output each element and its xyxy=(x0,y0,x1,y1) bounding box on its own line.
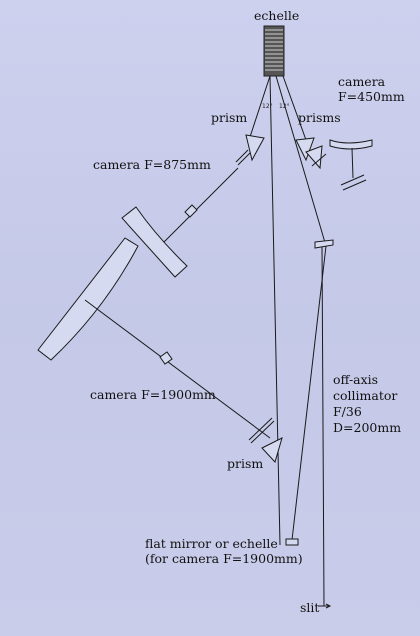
label-prism-bottom: prism xyxy=(227,456,264,471)
slit-marker xyxy=(318,603,332,609)
beam-camera-875 xyxy=(153,167,239,253)
beams-collimator xyxy=(291,245,327,607)
camera-875-mirror xyxy=(121,206,188,278)
label-camera-875: camera F=875mm xyxy=(93,157,211,172)
label-echelle: echelle xyxy=(254,8,300,23)
label-camera-450-line1: camera xyxy=(338,74,386,89)
angle-right: 12° xyxy=(279,103,290,110)
label-prisms-right: prisms xyxy=(298,110,341,125)
label-collimator-line1: off-axis xyxy=(333,372,379,387)
label-camera-450-line2: F=450mm xyxy=(338,89,405,104)
label-flat-mirror-line1: flat mirror or echelle xyxy=(145,536,278,551)
camera-1900-mirror xyxy=(37,237,139,361)
label-camera-1900: camera F=1900mm xyxy=(90,387,216,402)
angle-left: 12° xyxy=(262,103,273,110)
beam-camera-1900 xyxy=(84,299,271,439)
label-collimator-line3: F/36 xyxy=(333,404,362,419)
prism-bottom xyxy=(248,417,283,463)
prism-left xyxy=(235,134,265,166)
camera-450 xyxy=(329,139,373,191)
prisms-right xyxy=(295,137,327,170)
label-collimator-line2: collimator xyxy=(333,388,398,403)
beams-echelle xyxy=(248,75,327,546)
collimator-mirror xyxy=(314,239,334,249)
label-slit: slit xyxy=(300,600,320,615)
label-flat-mirror-line2: (for camera F=1900mm) xyxy=(145,551,303,566)
echelle-grating xyxy=(263,25,285,77)
label-prism-left: prism xyxy=(211,110,248,125)
flat-mirror xyxy=(285,538,299,546)
label-collimator-line4: D=200mm xyxy=(333,420,402,435)
